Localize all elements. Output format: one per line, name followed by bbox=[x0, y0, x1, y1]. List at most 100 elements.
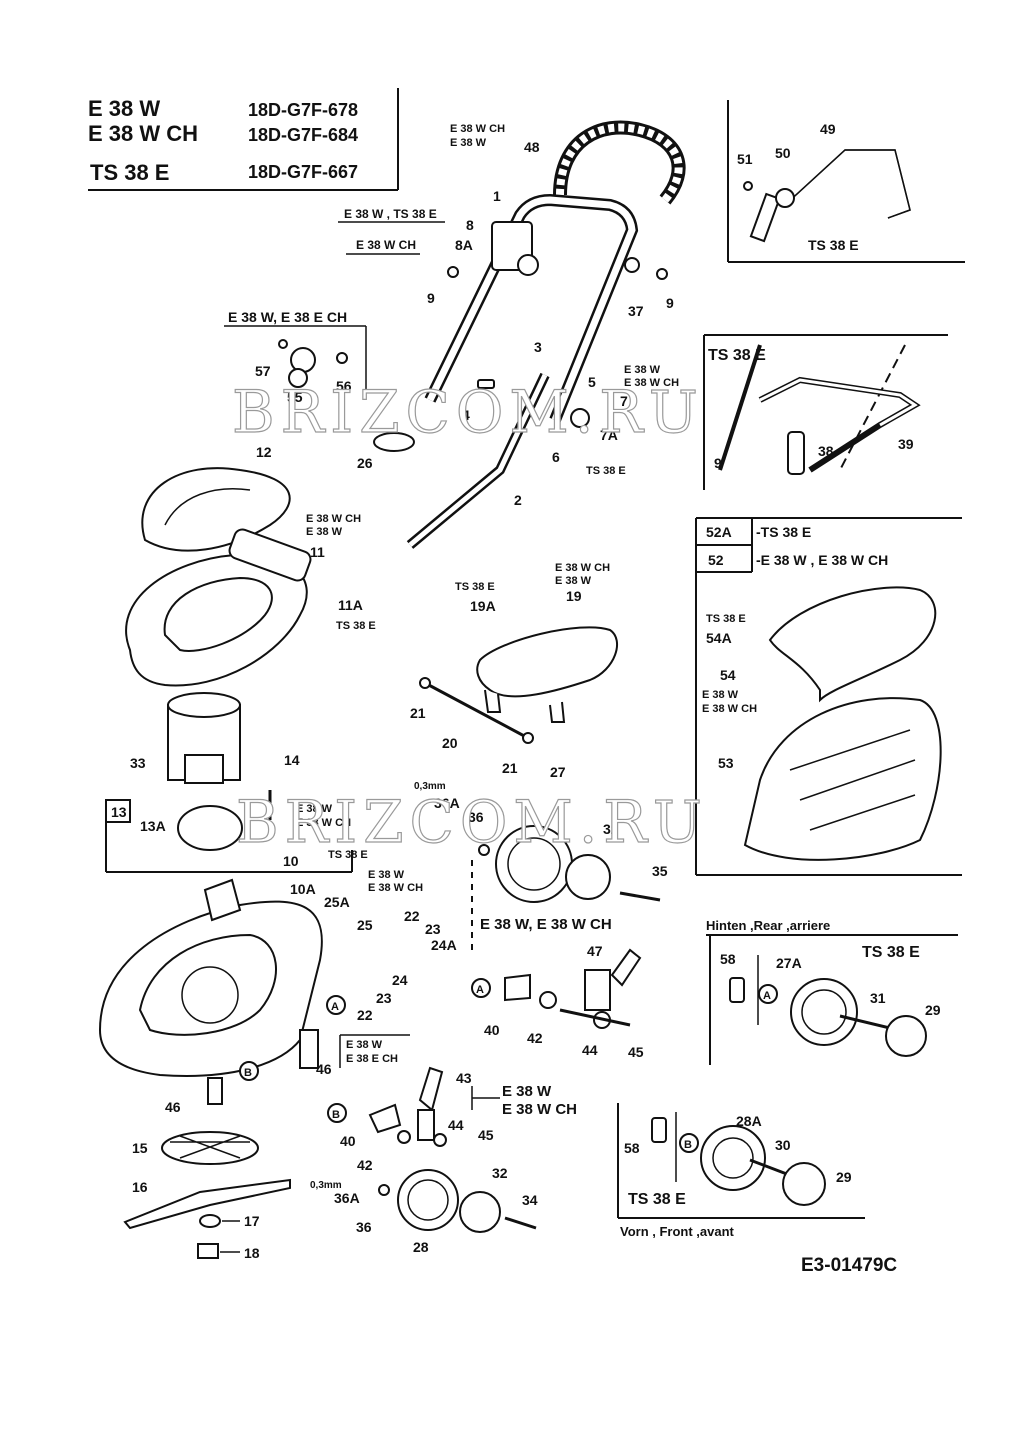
part-callout: 23 bbox=[376, 990, 392, 1006]
model-number: 18D-G7F-667 bbox=[248, 162, 358, 182]
part-callout: 22 bbox=[357, 1007, 373, 1023]
part-callout: 58 bbox=[720, 951, 736, 967]
variant-label: E 38 W CH bbox=[502, 1101, 577, 1118]
part-callout: 54 bbox=[720, 667, 736, 683]
model-name: E 38 W CH bbox=[88, 121, 198, 146]
part-callout: 8A bbox=[455, 237, 473, 253]
part-callout: 40 bbox=[340, 1133, 356, 1149]
height-adjust-lever-lower: 43 E 38 W E 38 W CH B 40 44 45 42 bbox=[327, 1066, 577, 1173]
part-callout: 34 bbox=[522, 1192, 538, 1208]
part-callout: 13A bbox=[140, 818, 166, 834]
motor-cover: 12 bbox=[141, 444, 291, 552]
variant-label: E 38 W bbox=[702, 689, 739, 701]
variant-label: E 38 W CH bbox=[296, 817, 351, 829]
variant-label: TS 38 E bbox=[862, 944, 920, 961]
part-callout: 29 bbox=[925, 1002, 941, 1018]
part-callout: 31 bbox=[870, 990, 886, 1006]
part-callout: 10 bbox=[283, 853, 299, 869]
variant-label: TS 38 E bbox=[808, 237, 859, 253]
part-callout: 17 bbox=[244, 1213, 260, 1229]
inset-box-bail: TS 38 E 38 39 9 bbox=[703, 334, 948, 490]
part-callout: 19A bbox=[470, 598, 496, 614]
inset-box-front-wheels: 58 B 28A 30 29 TS 38 E Vorn , Front ,ava… bbox=[617, 1103, 865, 1239]
part-callout: 36A bbox=[334, 1190, 360, 1206]
part-callout: 8 bbox=[466, 217, 474, 233]
part-callout: 21 bbox=[502, 760, 518, 776]
part-callout: 29 bbox=[836, 1169, 852, 1185]
part-callout: 32 bbox=[492, 1165, 508, 1181]
ref-marker: B bbox=[684, 1139, 692, 1151]
part-callout: 7A bbox=[600, 427, 618, 443]
part-callout: 36 bbox=[356, 1219, 372, 1235]
part-callout: 36 bbox=[468, 809, 484, 825]
section-caption: Hinten ,Rear ,arriere bbox=[706, 918, 830, 933]
lower-handle: 3 4 5 6 7 7A TS 38 E E 38 W E 38 W CH 2 bbox=[406, 339, 679, 549]
part-callout: 27 bbox=[550, 764, 566, 780]
variant-label: TS 38 E bbox=[328, 849, 368, 861]
part-callout: 2 bbox=[514, 492, 522, 508]
main-handle: 1 8 8A 9 9 37 E 38 W , TS 38 E E 38 W CH bbox=[338, 188, 674, 423]
wheel-group-mid: 0,3mm 36A 36 27 32 35 E 38 W, E 38 W CH bbox=[414, 764, 668, 950]
part-callout: 25A bbox=[324, 894, 350, 910]
inset-box-handle-bar: TS 38 E 49 50 51 bbox=[727, 100, 965, 263]
part-callout: 1 bbox=[493, 188, 501, 204]
part-callout: 46 bbox=[316, 1061, 332, 1077]
part-callout: 32 bbox=[603, 821, 619, 837]
part-callout: 42 bbox=[527, 1030, 543, 1046]
part-callout: 50 bbox=[775, 145, 791, 161]
part-callout: 28 bbox=[413, 1239, 429, 1255]
model-name: TS 38 E bbox=[90, 160, 169, 185]
part-callout: 51 bbox=[737, 151, 753, 167]
part-callout: 37 bbox=[628, 303, 644, 319]
dimension-label: 0,3mm bbox=[310, 1180, 342, 1191]
section-caption: Vorn , Front ,avant bbox=[620, 1224, 735, 1239]
part-callout: 13 bbox=[111, 804, 127, 820]
variant-label: E 38 W bbox=[555, 575, 592, 587]
part-callout: 57 bbox=[255, 363, 271, 379]
part-callout: 42 bbox=[357, 1157, 373, 1173]
variant-label: E 38 W CH bbox=[356, 238, 416, 252]
part-callout: 40 bbox=[484, 1022, 500, 1038]
part-callout: 6 bbox=[552, 449, 560, 465]
watermark: BRIZCOM.RU bbox=[232, 378, 704, 446]
part-callout: 5 bbox=[588, 374, 596, 390]
part-callout: 47 bbox=[587, 943, 603, 959]
variant-label: -E 38 W , E 38 W CH bbox=[756, 552, 888, 568]
variant-label: E 38 W , TS 38 E bbox=[344, 207, 437, 221]
model-name: E 38 W bbox=[88, 96, 160, 121]
variant-label: E 38 W bbox=[296, 803, 333, 815]
variant-label: TS 38 E bbox=[336, 620, 376, 632]
part-callout: 22 bbox=[404, 908, 420, 924]
part-callout: 48 bbox=[524, 139, 540, 155]
variant-label: E 38 W bbox=[450, 137, 487, 149]
part-callout: 14 bbox=[284, 752, 300, 768]
part-callout: 16 bbox=[132, 1179, 148, 1195]
part-callout: 55 bbox=[287, 389, 303, 405]
part-callout: 27A bbox=[776, 955, 802, 971]
wheel-group-lower: 0,3mm 36A 36 28 32 34 bbox=[310, 1165, 538, 1255]
part-callout: 45 bbox=[478, 1127, 494, 1143]
inset-box-rear-wheels: Hinten ,Rear ,arriere TS 38 E 58 27A A 3… bbox=[706, 918, 958, 1065]
variant-label: -TS 38 E bbox=[756, 524, 811, 540]
variant-label: TS 38 E bbox=[706, 613, 746, 625]
variant-label: E 38 W bbox=[502, 1083, 552, 1100]
motor-assembly: 33 14 13 13A E 38 W E 38 W CH bbox=[105, 692, 353, 873]
part-callout: 25 bbox=[357, 917, 373, 933]
part-callout: 18 bbox=[244, 1245, 260, 1261]
part-callout: 24A bbox=[431, 937, 457, 953]
variant-label: E 38 W, E 38 E CH bbox=[228, 309, 347, 325]
part-callout: 19 bbox=[566, 588, 582, 604]
part-callout: 54A bbox=[706, 630, 732, 646]
variant-label: E 38 W CH bbox=[702, 703, 757, 715]
part-callout: 35 bbox=[652, 863, 668, 879]
variant-label: E 38 W bbox=[624, 364, 661, 376]
part-callout: 26 bbox=[357, 455, 373, 471]
part-callout: 30 bbox=[775, 1137, 791, 1153]
part-callout: 12 bbox=[256, 444, 272, 460]
part-callout: 23 bbox=[425, 921, 441, 937]
ref-marker: A bbox=[476, 984, 484, 996]
knob-group: E 38 W, E 38 E CH 57 55 56 26 bbox=[224, 309, 415, 471]
dimension-label: 0,3mm bbox=[414, 781, 446, 792]
variant-label: TS 38 E bbox=[455, 581, 495, 593]
